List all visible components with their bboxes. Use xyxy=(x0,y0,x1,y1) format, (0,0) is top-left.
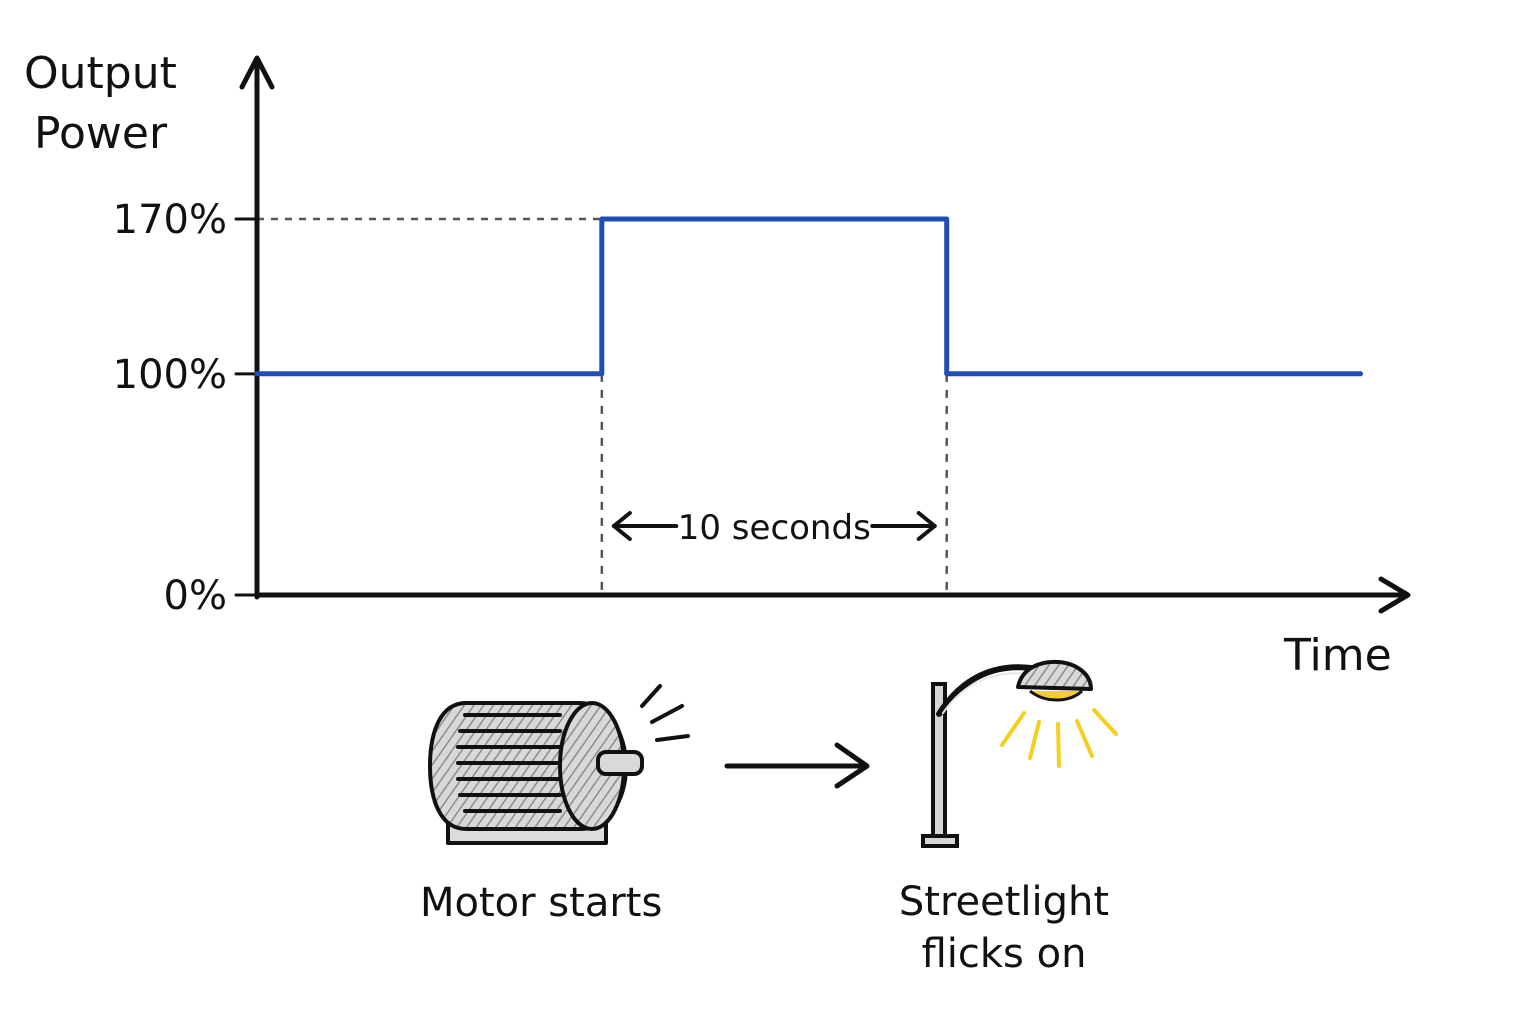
light-ray xyxy=(1028,720,1041,760)
x-axis-arrowhead xyxy=(1378,576,1411,614)
series-group xyxy=(254,216,1363,377)
axes xyxy=(239,55,1411,614)
series-line xyxy=(254,216,1363,377)
streetlight-arm xyxy=(936,664,1034,717)
power-step-chart: Output Power Time 170% 100% 0% 10 seconds xyxy=(24,48,1411,681)
motor-vibration-lines xyxy=(640,684,690,742)
light-ray xyxy=(1056,722,1061,768)
light-ray xyxy=(1000,711,1026,747)
light-ray xyxy=(1075,719,1094,758)
duration-arrowhead-right xyxy=(916,511,937,541)
y-tick-label: 170% xyxy=(113,197,227,243)
duration-annotation: 10 seconds xyxy=(611,508,937,548)
streetlight-lamp-head xyxy=(1016,659,1093,691)
streetlight-caption-line-2: flicks on xyxy=(922,931,1087,977)
arrow-head xyxy=(834,742,870,789)
streetlight-caption: Streetlight flicks on xyxy=(899,879,1109,977)
duration-label: 10 seconds xyxy=(678,508,871,548)
streetlight-base xyxy=(921,834,959,848)
motor-caption: Motor starts xyxy=(420,880,662,926)
y-axis-title: Output Power xyxy=(24,48,177,159)
streetlight-arm-inner xyxy=(942,672,1031,714)
guide-lines xyxy=(257,217,948,595)
y-tick-label: 100% xyxy=(113,352,227,398)
y-tick-labels: 170% 100% 0% xyxy=(113,197,259,619)
right-arrow-icon xyxy=(724,742,870,789)
motor-shaft xyxy=(596,750,644,776)
streetlight-lamp-glow xyxy=(1029,689,1084,702)
y-axis-arrowhead xyxy=(239,55,275,90)
streetlight-icon xyxy=(921,659,1118,848)
light-rays xyxy=(1000,708,1118,768)
motor-fins xyxy=(456,713,562,813)
y-tick-label: 0% xyxy=(164,573,227,619)
vibration-line xyxy=(650,704,684,724)
electric-motor-icon xyxy=(427,684,690,845)
x-axis-title: Time xyxy=(1283,630,1392,681)
duration-arrowhead-left xyxy=(611,511,632,541)
vibration-line xyxy=(655,734,690,742)
y-axis-title-line-2: Power xyxy=(34,108,168,159)
light-ray xyxy=(1092,708,1118,736)
streetlight-caption-line-1: Streetlight xyxy=(899,879,1109,925)
vibration-line xyxy=(640,684,662,708)
y-axis-title-line-1: Output xyxy=(24,48,177,99)
